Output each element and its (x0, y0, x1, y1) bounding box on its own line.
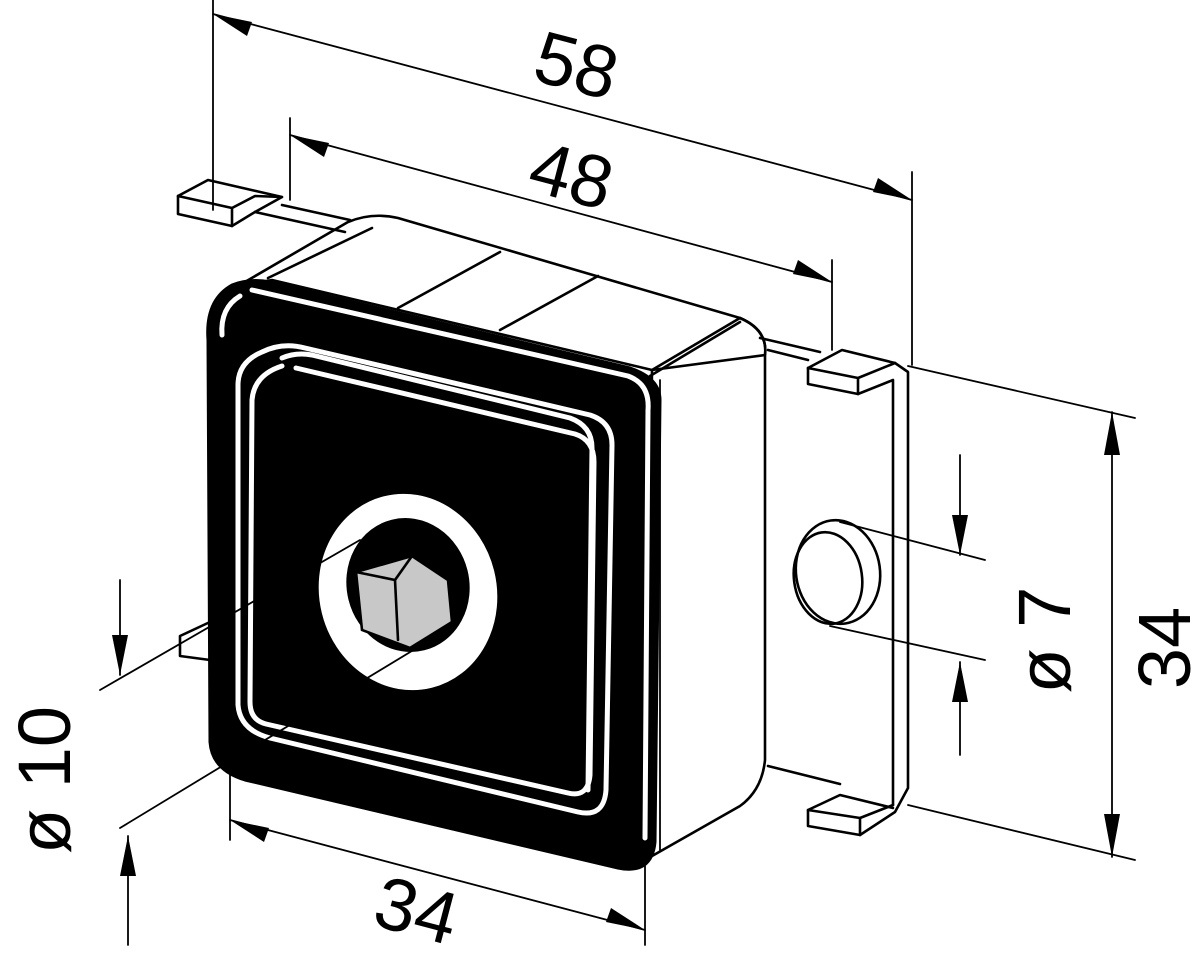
dimension-lines (99, 0, 1136, 946)
mounting-bracket (176, 178, 910, 837)
dimension-diameter-10: ø 10 (3, 706, 86, 854)
front-face (206, 279, 662, 871)
dimension-diameter-7: ø 7 (1003, 587, 1086, 694)
dimension-58: 58 (526, 15, 627, 116)
dimension-34-right: 34 (1123, 607, 1200, 689)
housing-body (236, 214, 767, 862)
dimension-34-bottom: 34 (366, 860, 467, 959)
dimension-48: 48 (521, 125, 622, 226)
